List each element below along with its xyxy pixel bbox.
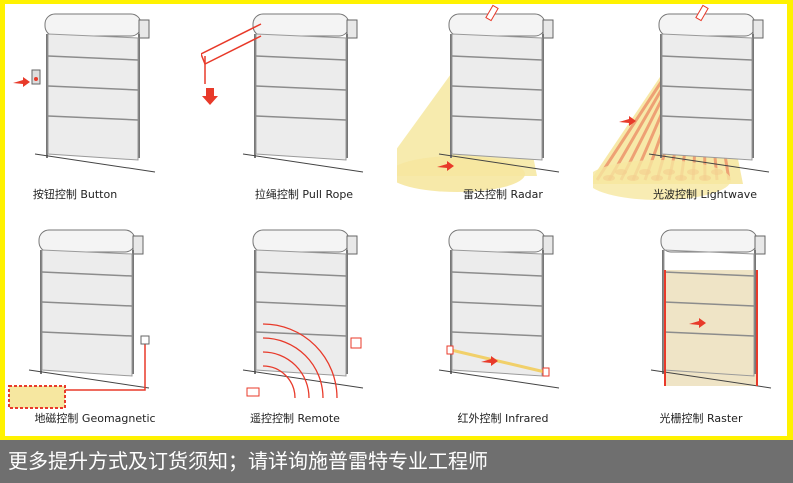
pull-rope-icon — [201, 23, 262, 66]
diagram-panel: 按钮控制 Button 拉绳控制 Pull Rope 雷达控制 Radar — [5, 4, 787, 436]
door-raster-drawing — [650, 229, 772, 389]
mode-cell-button: 按钮控制 Button — [5, 4, 201, 220]
arrow-icon — [689, 318, 706, 328]
roll-up-door — [648, 13, 770, 173]
remote-signal-waves — [262, 323, 338, 399]
roll-up-door — [242, 229, 364, 389]
roll-up-door — [438, 13, 560, 173]
door-button-drawing — [13, 13, 156, 173]
mode-label: 光波控制 Lightwave — [653, 188, 757, 201]
mode-cell-radar: 雷达控制 Radar — [397, 4, 593, 220]
arrow-icon — [437, 161, 454, 171]
arrow-icon — [13, 77, 30, 87]
mode-cell-geomagnetic: 地磁控制 Geomagnetic — [5, 220, 201, 436]
roll-up-door — [28, 229, 150, 389]
arrow-icon — [619, 116, 636, 126]
mode-cell-pull-rope: 拉绳控制 Pull Rope — [201, 4, 397, 220]
roll-up-door — [34, 13, 156, 173]
roll-up-door — [242, 13, 364, 173]
mode-label: 红外控制 Infrared — [457, 412, 549, 425]
footer-note: 更多提升方式及订货须知；请详询施普雷特专业工程师 — [0, 440, 793, 483]
lightwave-sensor-icon — [695, 4, 709, 22]
door-radar-drawing — [397, 4, 560, 192]
radar-sensor-icon — [485, 4, 499, 22]
mode-cell-infrared: 红外控制 Infrared — [397, 220, 593, 436]
mode-label: 拉绳控制 Pull Rope — [254, 188, 354, 201]
door-pull-rope-drawing — [201, 13, 364, 173]
mode-label: 雷达控制 Radar — [463, 188, 543, 201]
light-curtain-icon — [665, 270, 757, 386]
diagram-frame: 按钮控制 Button 拉绳控制 Pull Rope 雷达控制 Radar — [0, 0, 793, 440]
door-remote-drawing — [242, 229, 364, 399]
geomagnetic-loop-icon — [8, 385, 66, 409]
roll-up-door — [650, 229, 772, 389]
door-geomagnetic-drawing — [8, 229, 150, 409]
arrow-icon — [202, 88, 218, 105]
roll-up-door — [438, 229, 560, 389]
mode-label: 遥控控制 Remote — [250, 412, 340, 425]
door-infrared-drawing — [438, 229, 560, 389]
remote-control-icon — [246, 387, 260, 397]
mode-cell-remote: 遥控控制 Remote — [201, 220, 397, 436]
mode-label: 地磁控制 Geomagnetic — [34, 412, 156, 425]
mode-label: 按钮控制 Button — [32, 188, 118, 201]
mode-label: 光栅控制 Raster — [659, 412, 743, 425]
mode-cell-raster: 光栅控制 Raster — [593, 220, 789, 436]
mode-cell-lightwave: 光波控制 Lightwave — [593, 4, 789, 220]
door-lightwave-drawing — [593, 4, 770, 200]
arrow-icon — [481, 356, 498, 366]
